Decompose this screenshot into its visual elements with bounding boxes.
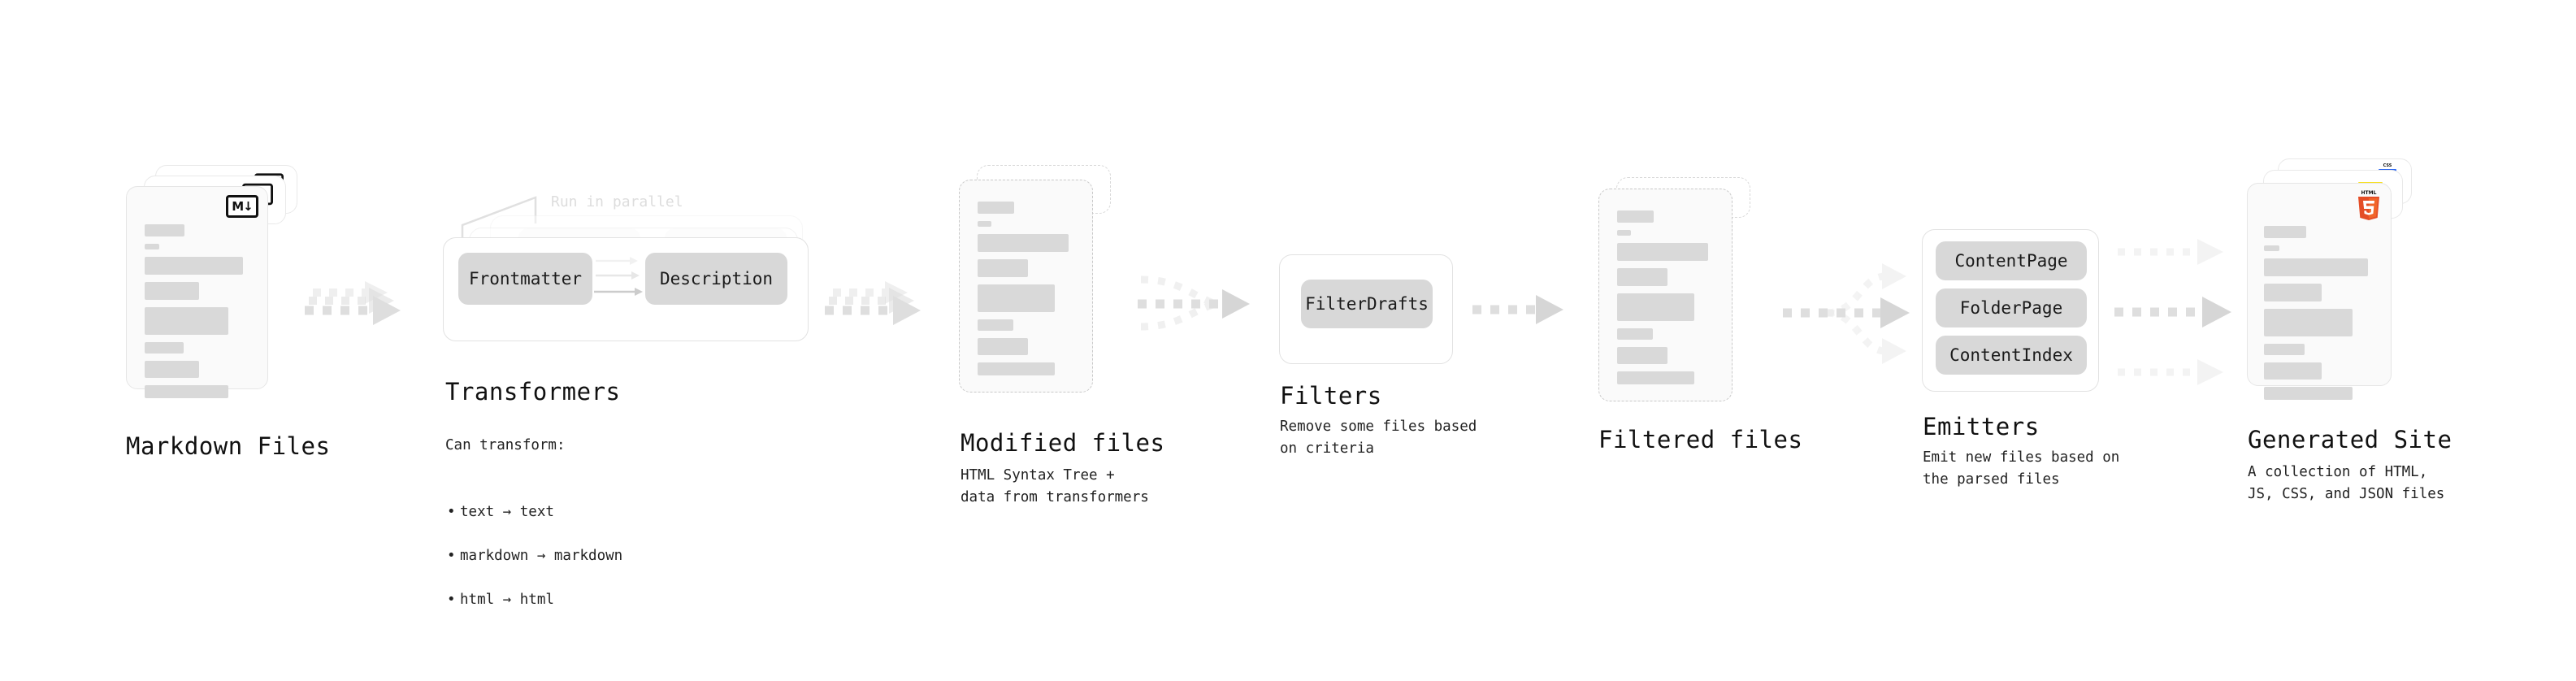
stage-transformers: Run in parallel Frontmatter Description <box>443 193 825 358</box>
stage-filtered-files <box>1598 177 1781 437</box>
html5-icon: HTML <box>2355 189 2383 221</box>
filters-subtitle: Remove some files based on criteria <box>1280 419 1477 458</box>
transformer-description-pill[interactable]: Description <box>645 253 787 305</box>
generated-site-subtitle: A collection of HTML, JS, CSS, and JSON … <box>2248 464 2445 503</box>
parallel-bracket <box>461 196 537 241</box>
connector-filtered-to-emitters <box>1783 263 1910 364</box>
document-placeholder-lines <box>978 202 1074 383</box>
transformers-subtitle-lead: Can transform: <box>445 437 566 454</box>
stage-markdown-files: M↓ M↓ M↓ <box>126 165 301 425</box>
transformers-bullet: text → text <box>447 501 622 523</box>
transformer-inner-arrows <box>594 257 643 296</box>
stage-title-markdown-files: Markdown Files <box>126 432 331 460</box>
connector-transformers-to-modified <box>825 281 921 325</box>
stage-title-filters: Filters <box>1280 382 1382 410</box>
connector-filters-to-filtered <box>1472 295 1563 324</box>
run-in-parallel-note: Run in parallel <box>551 193 683 210</box>
stage-title-modified-files: Modified files <box>961 429 1165 457</box>
connector-modified-to-filters <box>1138 275 1250 331</box>
site-card-front-html: HTML <box>2247 183 2392 400</box>
stage-title-emitters: Emitters <box>1923 413 2040 440</box>
svg-text:HTML: HTML <box>2361 190 2377 196</box>
stage-emitters: ContentPage FolderPage ContentIndex <box>1922 229 2109 400</box>
stage-title-filtered-files: Filtered files <box>1598 426 1803 453</box>
stage-title-generated-site: Generated Site <box>2248 426 2452 453</box>
modified-files-subtitle: HTML Syntax Tree + data from transformer… <box>961 467 1149 506</box>
markdown-icon: M↓ <box>226 195 258 218</box>
transformers-bullet: markdown → markdown <box>447 545 622 567</box>
transformers-subtitle: Can transform: text → text markdown → ma… <box>445 413 622 655</box>
emitter-contentpage-pill[interactable]: ContentPage <box>1936 241 2087 280</box>
filters-box: FilterDrafts <box>1279 254 1453 364</box>
emitter-folderpage-pill[interactable]: FolderPage <box>1936 288 2087 327</box>
emitter-contentindex-pill[interactable]: ContentIndex <box>1936 336 2087 375</box>
connector-markdown-to-transformers <box>305 281 401 325</box>
transformer-frontmatter-pill[interactable]: Frontmatter <box>458 253 592 305</box>
emitters-box: ContentPage FolderPage ContentIndex <box>1922 229 2099 392</box>
connector-emitters-to-site <box>2114 239 2231 385</box>
filtered-card-front <box>1598 189 1733 401</box>
emitters-subtitle: Emit new files based on the parsed files <box>1923 449 2120 488</box>
transformers-bullet-list: text → text markdown → markdown html → h… <box>445 479 622 633</box>
document-placeholder-lines <box>2264 226 2374 407</box>
filter-filterdrafts-pill[interactable]: FilterDrafts <box>1301 280 1433 328</box>
stage-modified-files <box>959 165 1138 425</box>
markdown-card-front: M↓ <box>126 186 268 398</box>
document-placeholder-lines <box>145 224 249 406</box>
stage-title-transformers: Transformers <box>445 378 621 406</box>
transformer-box-front: Frontmatter Description <box>443 237 809 341</box>
stage-filters: FilterDrafts <box>1279 254 1458 368</box>
modified-card-front <box>959 180 1093 393</box>
stage-generated-site: HTML <box>2247 158 2430 427</box>
document-placeholder-lines <box>1617 210 1714 392</box>
transformers-bullet: html → html <box>447 589 622 611</box>
